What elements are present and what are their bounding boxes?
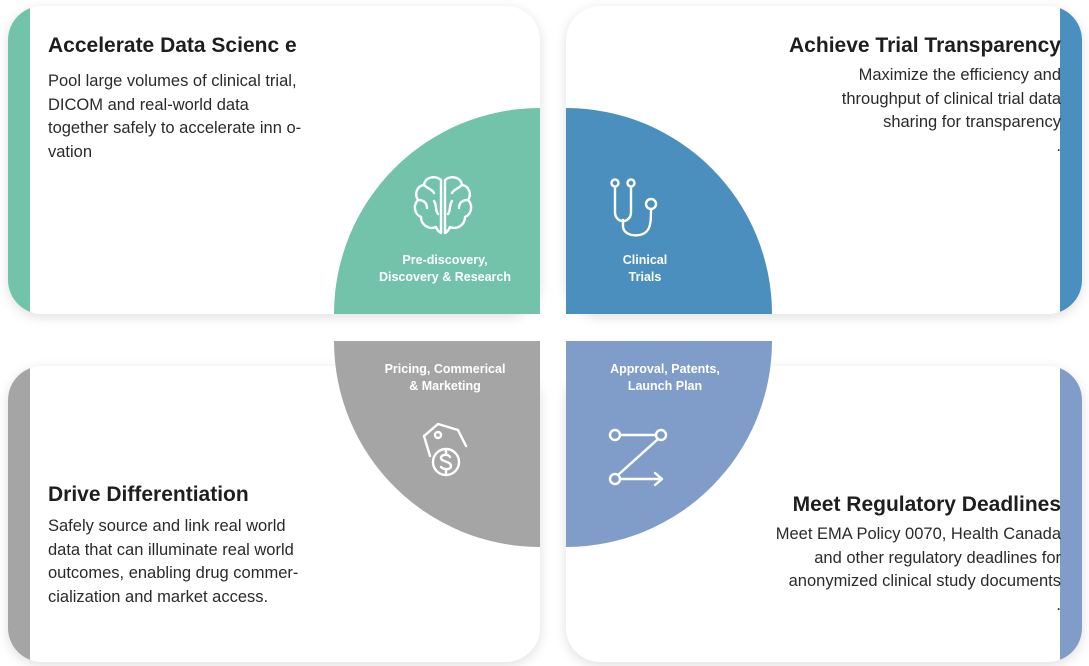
card-accent-bar [1060, 6, 1082, 314]
card-title: Accelerate Data Scienc e [48, 34, 297, 57]
wheel-label-approval: Approval, Patents, Launch Plan [610, 362, 720, 393]
card-accent-bar [8, 6, 30, 314]
card-description: Pool large volumes of clinical trial, DI… [48, 72, 302, 161]
card-accent-bar [8, 366, 30, 662]
card-drive-differentiation [8, 366, 540, 662]
wheel-label-clinical: Clinical Trials [622, 253, 668, 284]
card-title: Drive Differentiation [48, 483, 249, 506]
card-description: Maximize the efficiency and throughput o… [841, 66, 1061, 155]
wheel-label-discovery: Pre-discovery, Discovery & Research [378, 253, 512, 284]
card-description: Safely source and link real world data t… [48, 517, 299, 606]
card-accent-bar [1060, 366, 1082, 662]
card-description: Meet EMA Policy 0070, Health Canada and … [775, 525, 1061, 614]
price-tag-dollar-icon [422, 422, 468, 477]
route-path-icon [608, 428, 668, 487]
card-title: Achieve Trial Transparency [789, 34, 1061, 57]
wheel-label-pricing: Pricing, Commerical & Marketing [384, 362, 506, 393]
stethoscope-icon [610, 178, 658, 237]
brain-icon [413, 176, 473, 235]
card-title: Meet Regulatory Deadlines [792, 493, 1061, 516]
